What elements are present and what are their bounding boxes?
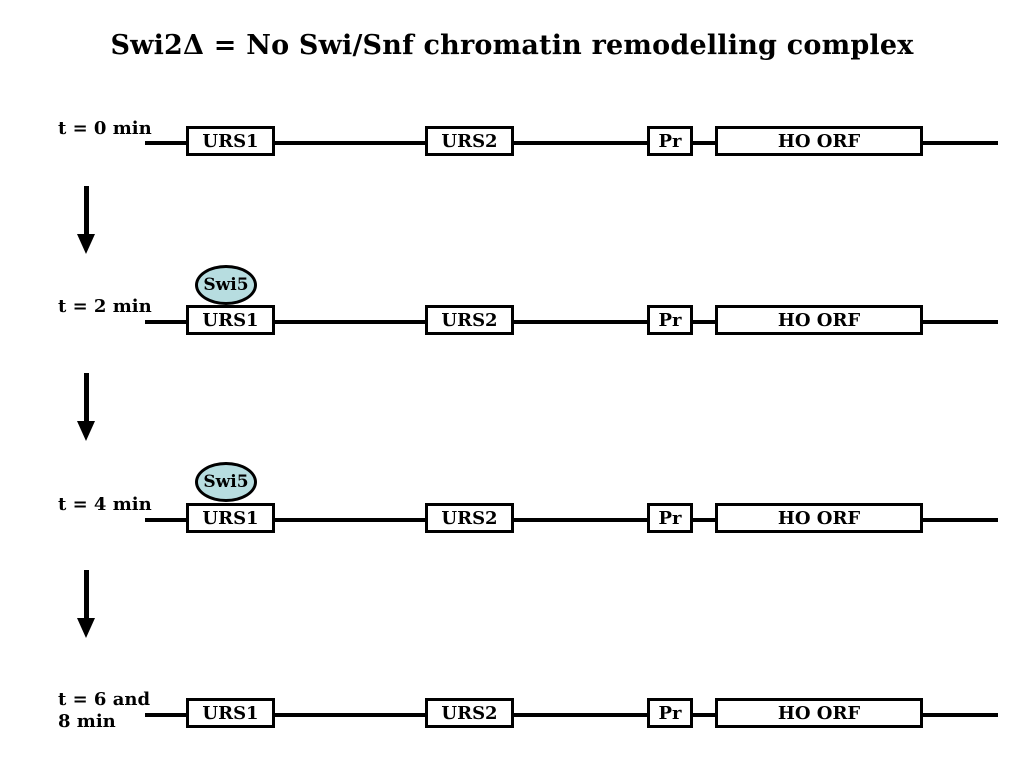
page-title: Swi2Δ = No Swi/Snf chromatin remodelling… [110, 30, 914, 61]
promoter-box: Pr [647, 698, 693, 728]
promoter-box: Pr [647, 126, 693, 156]
promoter-box: Pr [647, 305, 693, 335]
ho-orf-box: HO ORF [715, 503, 923, 533]
dna-strand [145, 141, 998, 145]
swi5-protein: Swi5 [195, 265, 257, 305]
swi5-protein: Swi5 [195, 462, 257, 502]
down-arrow-icon [77, 373, 95, 441]
dna-strand [145, 320, 998, 324]
time-label: t = 0 min [58, 118, 152, 139]
ho-orf-box: HO ORF [715, 126, 923, 156]
ho-orf-box: HO ORF [715, 305, 923, 335]
time-label: t = 2 min [58, 296, 152, 317]
time-label-line1: t = 6 and [58, 689, 151, 710]
down-arrow-icon [77, 186, 95, 254]
promoter-box: Pr [647, 503, 693, 533]
urs2-box: URS2 [425, 698, 514, 728]
ho-orf-box: HO ORF [715, 698, 923, 728]
urs2-box: URS2 [425, 503, 514, 533]
time-label-line2: 8 min [58, 711, 116, 732]
time-label: t = 4 min [58, 494, 152, 515]
urs1-box: URS1 [186, 126, 275, 156]
urs1-box: URS1 [186, 503, 275, 533]
dna-strand [145, 518, 998, 522]
time-label: t = 6 and 8 min [58, 689, 150, 733]
urs1-box: URS1 [186, 698, 275, 728]
urs2-box: URS2 [425, 126, 514, 156]
urs2-box: URS2 [425, 305, 514, 335]
down-arrow-icon [77, 570, 95, 638]
dna-strand [145, 713, 998, 717]
urs1-box: URS1 [186, 305, 275, 335]
